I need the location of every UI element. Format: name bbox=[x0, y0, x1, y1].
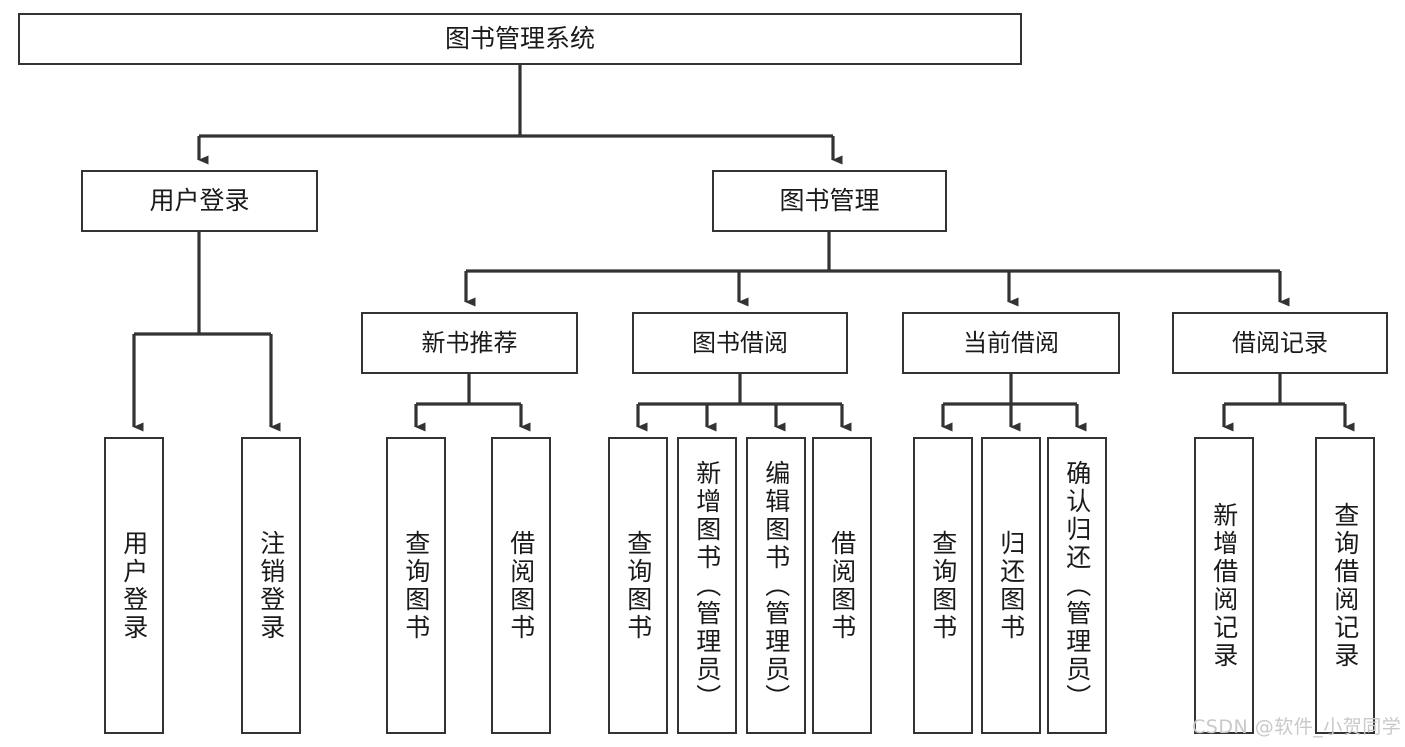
node-leaf-query-book-recommend[interactable]: 查询图书 bbox=[386, 437, 446, 734]
node-label: 注销登录 bbox=[256, 529, 286, 642]
node-borrowing-record[interactable]: 借阅记录 bbox=[1172, 312, 1388, 374]
node-label: 新书推荐 bbox=[421, 328, 518, 357]
node-leaf-logout[interactable]: 注销登录 bbox=[241, 437, 301, 734]
node-label: 图书借阅 bbox=[692, 328, 788, 357]
node-book-management[interactable]: 图书管理 bbox=[712, 170, 947, 232]
node-label: 归还图书 bbox=[996, 529, 1026, 642]
node-user-login[interactable]: 用户登录 bbox=[81, 170, 318, 232]
node-label: 图书管理 bbox=[779, 186, 880, 216]
node-leaf-user-login[interactable]: 用户登录 bbox=[104, 437, 164, 734]
edges-currentborrow-to-leaves bbox=[941, 374, 1087, 432]
node-leaf-borrow-book[interactable]: 借阅图书 bbox=[812, 437, 872, 734]
edges-root-to-level2 bbox=[197, 65, 843, 165]
node-label: 查询图书 bbox=[623, 529, 653, 642]
node-label: 用户登录 bbox=[149, 186, 250, 216]
node-label: 当前借阅 bbox=[963, 328, 1059, 357]
node-label: 查询图书 bbox=[401, 529, 431, 642]
node-label: 借阅记录 bbox=[1232, 328, 1328, 357]
node-label: 编辑图书（管理员） bbox=[761, 459, 791, 712]
node-leaf-query-borrow-record[interactable]: 查询借阅记录 bbox=[1315, 437, 1375, 734]
node-leaf-return-book[interactable]: 归还图书 bbox=[981, 437, 1041, 734]
node-label: 查询图书 bbox=[928, 529, 958, 642]
node-label: 查询借阅记录 bbox=[1330, 501, 1360, 670]
node-label: 借阅图书 bbox=[827, 529, 857, 642]
node-label: 借阅图书 bbox=[506, 529, 536, 642]
node-label: 图书管理系统 bbox=[444, 24, 595, 54]
edges-bookborrow-to-leaves bbox=[636, 374, 852, 432]
node-leaf-borrow-book-recommend[interactable]: 借阅图书 bbox=[491, 437, 551, 734]
edges-userlogin-to-leaves bbox=[132, 232, 281, 432]
node-book-borrowing[interactable]: 图书借阅 bbox=[632, 312, 848, 374]
edges-borrowrecord-to-leaves bbox=[1222, 374, 1355, 432]
node-label: 确认归还（管理员） bbox=[1062, 459, 1092, 712]
node-new-book-recommendation[interactable]: 新书推荐 bbox=[361, 312, 578, 374]
node-leaf-confirm-return-admin[interactable]: 确认归还（管理员） bbox=[1047, 437, 1107, 734]
edges-newbookrec-to-leaves bbox=[414, 374, 531, 432]
node-current-borrowing[interactable]: 当前借阅 bbox=[902, 312, 1120, 374]
node-root-book-management-system[interactable]: 图书管理系统 bbox=[18, 13, 1022, 65]
node-leaf-query-book-borrow[interactable]: 查询图书 bbox=[608, 437, 668, 734]
node-leaf-add-book-admin[interactable]: 新增图书（管理员） bbox=[677, 437, 737, 734]
edges-bookmanage-to-level3 bbox=[464, 232, 1290, 307]
csdn-watermark: CSDN @软件_小贺同学 bbox=[1192, 716, 1402, 738]
node-leaf-edit-book-admin[interactable]: 编辑图书（管理员） bbox=[746, 437, 806, 734]
node-label: 用户登录 bbox=[119, 529, 149, 642]
node-leaf-add-borrow-record[interactable]: 新增借阅记录 bbox=[1194, 437, 1254, 734]
node-label: 新增图书（管理员） bbox=[692, 459, 722, 712]
node-leaf-query-book-current[interactable]: 查询图书 bbox=[913, 437, 973, 734]
node-label: 新增借阅记录 bbox=[1209, 501, 1239, 670]
